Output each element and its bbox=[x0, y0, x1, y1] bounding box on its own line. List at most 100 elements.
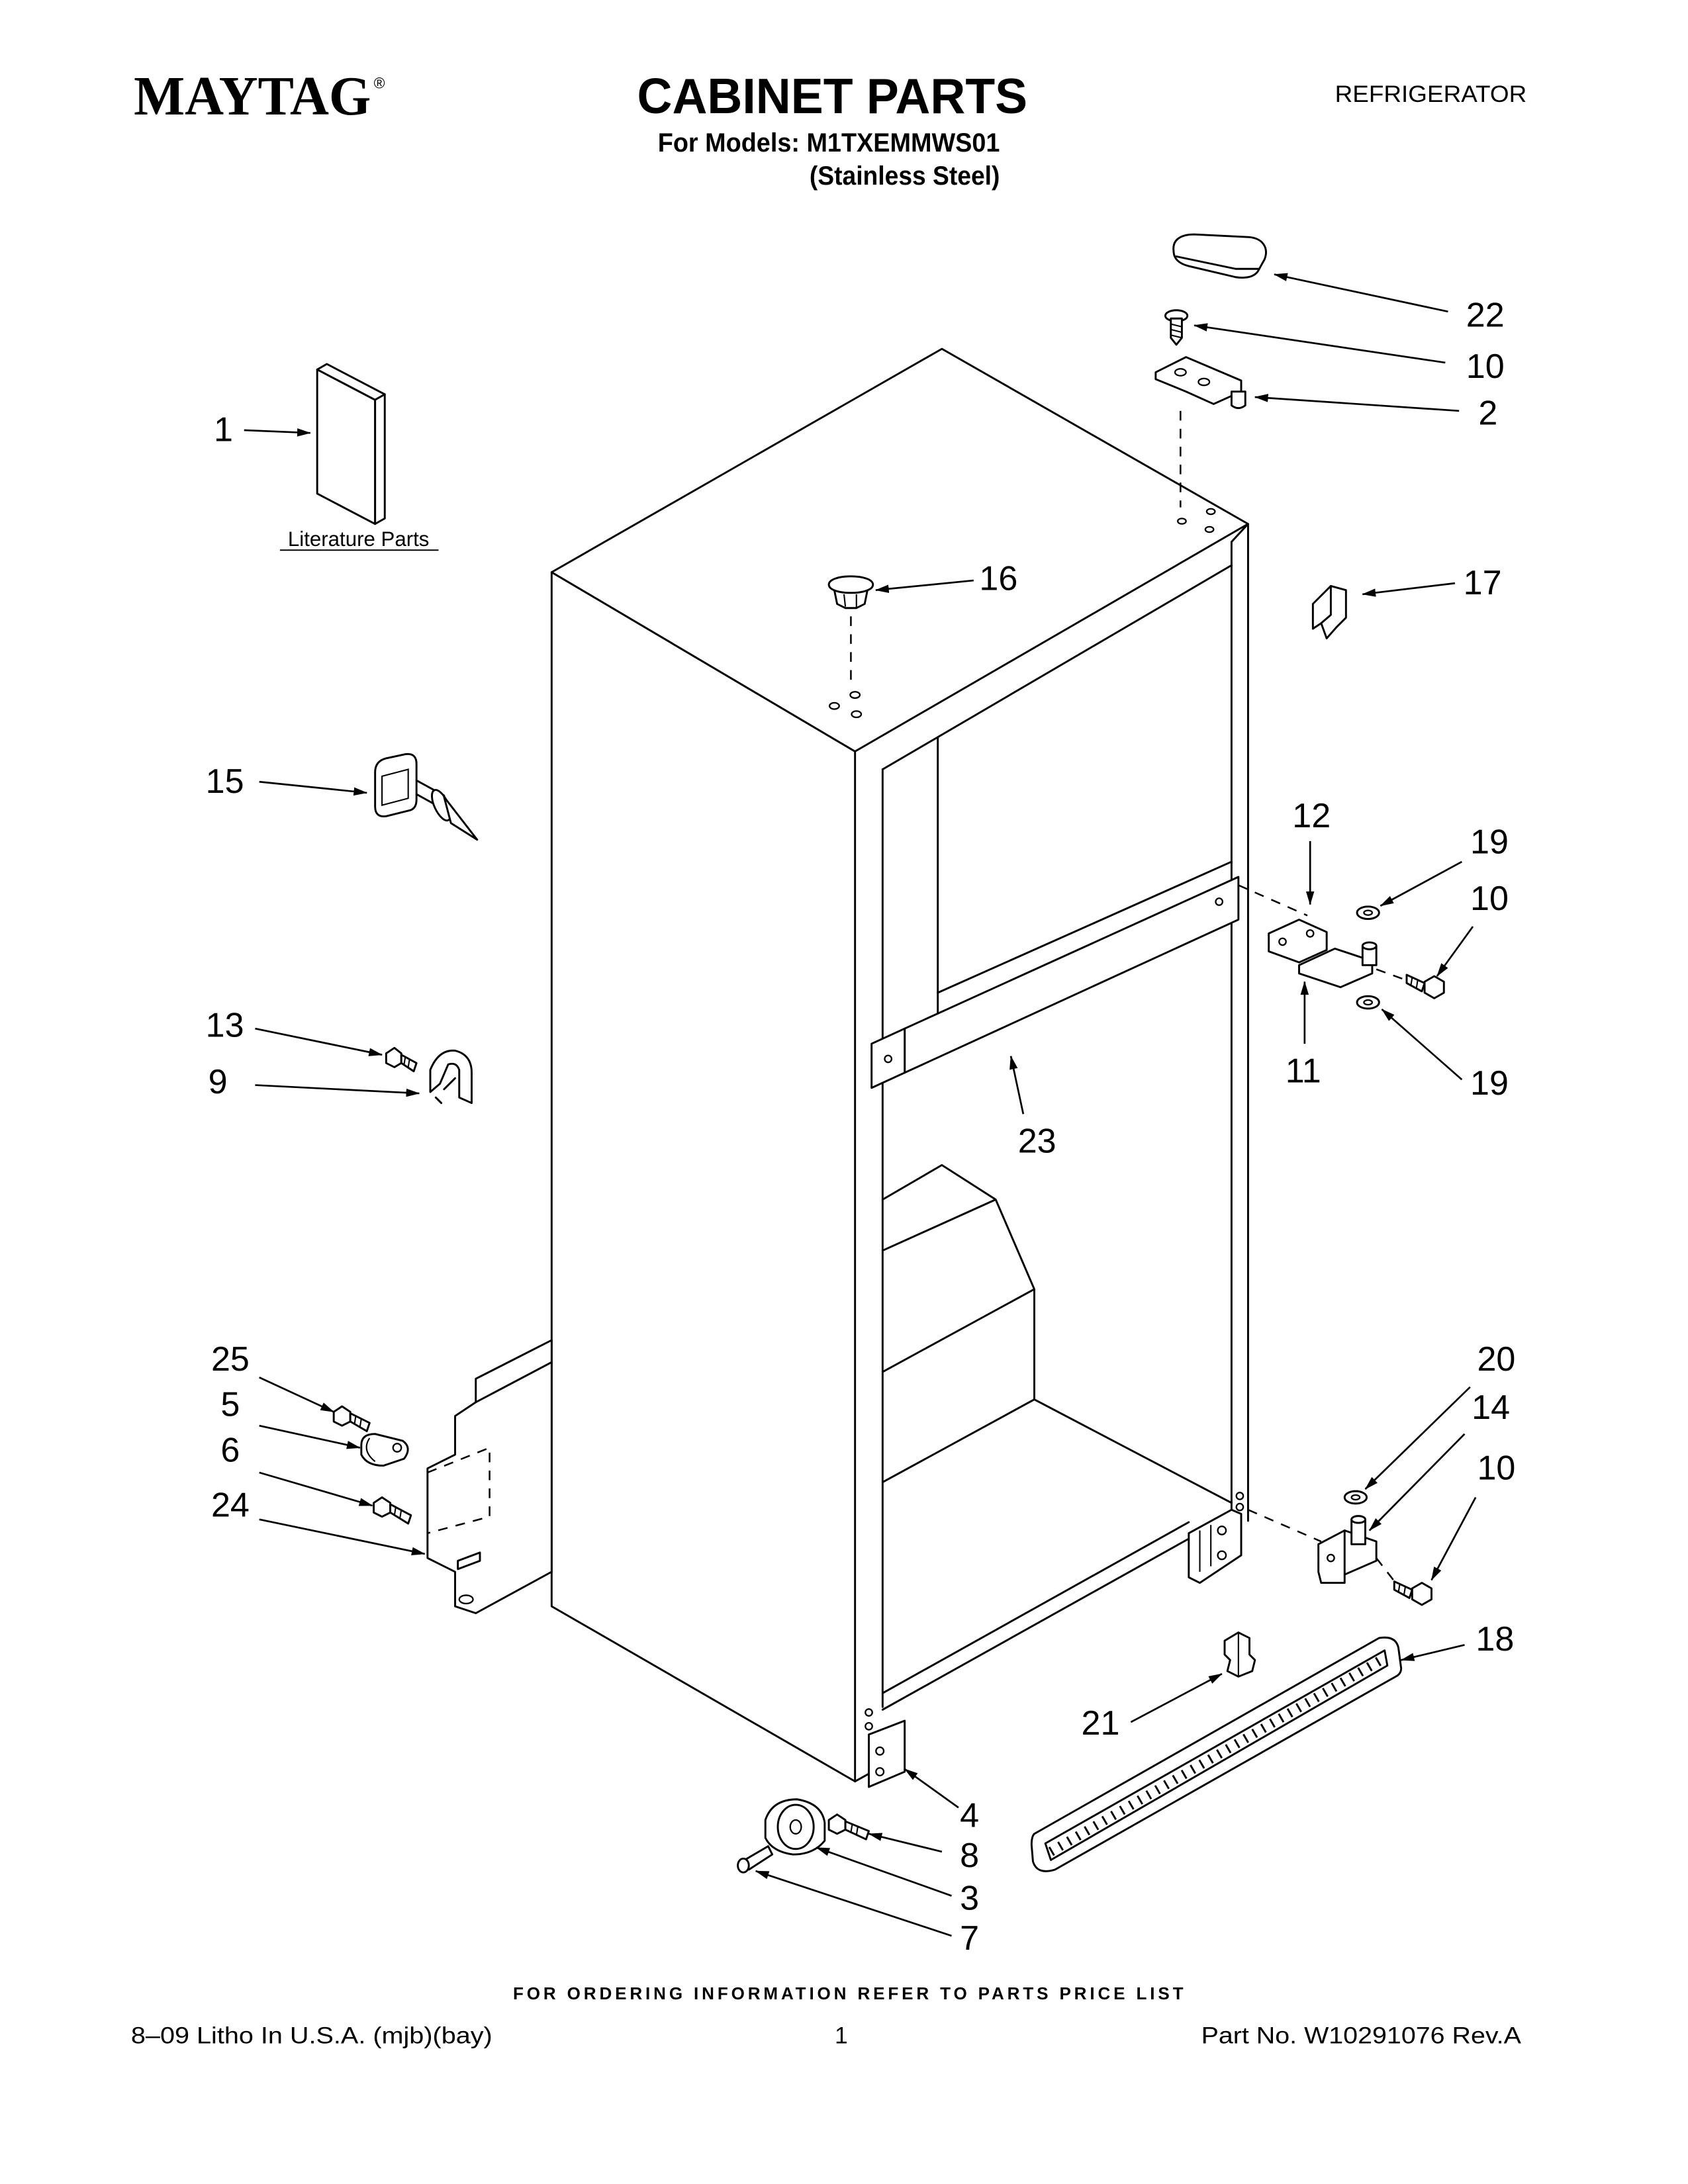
leader-25 bbox=[259, 1377, 335, 1413]
part-roller-screw bbox=[827, 1813, 870, 1841]
callout-13: 13 bbox=[206, 1007, 244, 1045]
part-top-plug-shape bbox=[827, 575, 874, 594]
leader-2 bbox=[1254, 394, 1460, 412]
leader-22 bbox=[1273, 273, 1448, 313]
part-top-clip-shape bbox=[1311, 584, 1347, 640]
models-line: For Models: M1TXEMMWS01 bbox=[658, 128, 1000, 158]
part-side-screw-shape bbox=[385, 1046, 402, 1068]
part-door-stop bbox=[374, 752, 479, 841]
lower-hinge-mount-shape bbox=[1188, 1508, 1243, 1584]
callout-10-center: 10 bbox=[1470, 880, 1509, 918]
leader-23 bbox=[1009, 1055, 1025, 1115]
part-washer-lower bbox=[1356, 995, 1380, 1010]
callout-10-top: 10 bbox=[1466, 347, 1505, 386]
part-rear-cover-plate-shape bbox=[458, 1594, 474, 1605]
part-top-plug bbox=[827, 575, 874, 610]
page-number: 1 bbox=[835, 2023, 848, 2049]
brand-registered-mark: ® bbox=[374, 74, 385, 91]
part-center-hinge bbox=[1298, 941, 1378, 989]
part-side-screw bbox=[385, 1046, 418, 1073]
leader-9 bbox=[255, 1084, 420, 1097]
lower-hinge-mount-shape bbox=[1235, 1492, 1244, 1500]
lower-hinge-alignment-line bbox=[1247, 1509, 1322, 1543]
part-freezer-hinge-bracket-shape bbox=[1278, 937, 1287, 946]
callout-15: 15 bbox=[206, 762, 244, 801]
brand-logo: MAYTAG bbox=[134, 66, 371, 127]
callout-23: 23 bbox=[1018, 1122, 1056, 1161]
part-top-hinge-screw-shape bbox=[1170, 323, 1182, 339]
part-tubing-clamp-shape bbox=[392, 1443, 402, 1453]
part-rear-cover-plate-shape bbox=[475, 1361, 553, 1404]
part-grille-clip-shape bbox=[1223, 1631, 1256, 1678]
part-roller-pin-shape bbox=[737, 1857, 750, 1874]
part-rear-screw-lower bbox=[373, 1496, 412, 1525]
cabinet-top-holes-shape bbox=[851, 710, 863, 719]
part-center-hinge-screw-shape bbox=[1410, 977, 1419, 989]
part-lower-hinge-screw-shape bbox=[1397, 1584, 1406, 1596]
part-mullion-bar-shape bbox=[884, 1054, 893, 1064]
part-top-clip-shape bbox=[1320, 584, 1332, 625]
part-top-hinge bbox=[1154, 356, 1246, 410]
part-tubing-clamp-shape bbox=[365, 1437, 376, 1463]
leader-24 bbox=[259, 1518, 426, 1555]
callout-6: 6 bbox=[220, 1431, 240, 1469]
part-lower-hinge-shape bbox=[1327, 1553, 1335, 1563]
part-front-roller-bracket-shape bbox=[875, 1746, 885, 1756]
cabinet-shell bbox=[550, 347, 1249, 1783]
leader-16 bbox=[874, 579, 974, 593]
leader-1 bbox=[244, 428, 311, 437]
part-center-hinge-screw-shape bbox=[1423, 975, 1445, 999]
part-toe-grille bbox=[1030, 1636, 1403, 1872]
part-lower-hinge-screw-shape bbox=[1393, 1580, 1413, 1600]
lower-hinge-mount bbox=[1188, 1492, 1244, 1584]
page-title: CABINET PARTS bbox=[637, 68, 1028, 124]
callouts: 22 10 2 1 16 17 15 12 19 10 11 19 13 9 2… bbox=[206, 273, 1515, 1958]
part-top-hinge-screw bbox=[1164, 309, 1189, 346]
callout-25: 25 bbox=[211, 1340, 250, 1379]
freezer-floor-edge bbox=[937, 860, 1233, 994]
part-literature-booklet bbox=[316, 363, 386, 525]
part-tubing-clamp bbox=[360, 1433, 409, 1467]
callout-19-lower: 19 bbox=[1470, 1064, 1509, 1103]
part-top-hinge-shape bbox=[1174, 368, 1187, 377]
callout-7: 7 bbox=[960, 1919, 979, 1958]
product-category: REFRIGERATOR bbox=[1335, 81, 1527, 107]
header: MAYTAG ® CABINET PARTS For Models: M1TXE… bbox=[134, 66, 1526, 191]
part-freezer-hinge-bracket bbox=[1268, 919, 1328, 964]
part-mullion-bar-shape bbox=[1215, 897, 1224, 906]
callout-5: 5 bbox=[220, 1386, 240, 1424]
part-lower-hinge-washer bbox=[1343, 1490, 1368, 1505]
part-literature-booklet-shape bbox=[374, 393, 386, 525]
part-door-stop-shape bbox=[443, 796, 479, 841]
part-center-hinge-screw bbox=[1405, 974, 1445, 999]
lower-hinge-mount-shape bbox=[1235, 1502, 1244, 1512]
leader-8 bbox=[868, 1833, 943, 1853]
leader-4 bbox=[904, 1768, 959, 1809]
leader-18 bbox=[1400, 1644, 1465, 1661]
callout-14: 14 bbox=[1472, 1388, 1510, 1427]
callout-19-upper: 19 bbox=[1470, 823, 1509, 862]
leader-17 bbox=[1362, 582, 1456, 597]
callout-22: 22 bbox=[1466, 296, 1505, 335]
callout-21: 21 bbox=[1082, 1704, 1120, 1743]
part-lower-hinge-screw bbox=[1393, 1580, 1432, 1606]
part-center-hinge-shape bbox=[1361, 941, 1378, 950]
part-rear-screw-upper-shape bbox=[353, 1416, 362, 1428]
leader-10-top bbox=[1194, 323, 1446, 364]
leader-19-upper bbox=[1380, 860, 1462, 907]
callout-3: 3 bbox=[960, 1879, 979, 1917]
leader-7 bbox=[755, 1870, 952, 1937]
part-hinge-cover-shape bbox=[1172, 233, 1267, 279]
callout-18: 18 bbox=[1476, 1620, 1514, 1659]
part-roller-shape bbox=[789, 1819, 802, 1835]
leader-13 bbox=[255, 1027, 383, 1056]
part-rear-cover-plate bbox=[426, 1339, 553, 1614]
part-grille-clip bbox=[1223, 1631, 1256, 1678]
part-hinge-cover bbox=[1172, 233, 1267, 279]
callout-9: 9 bbox=[209, 1063, 228, 1101]
part-front-roller-bracket-shape bbox=[875, 1767, 885, 1777]
leader-3 bbox=[816, 1846, 952, 1897]
part-roller-screw-shape bbox=[827, 1813, 847, 1835]
callout-1: 1 bbox=[214, 411, 233, 449]
